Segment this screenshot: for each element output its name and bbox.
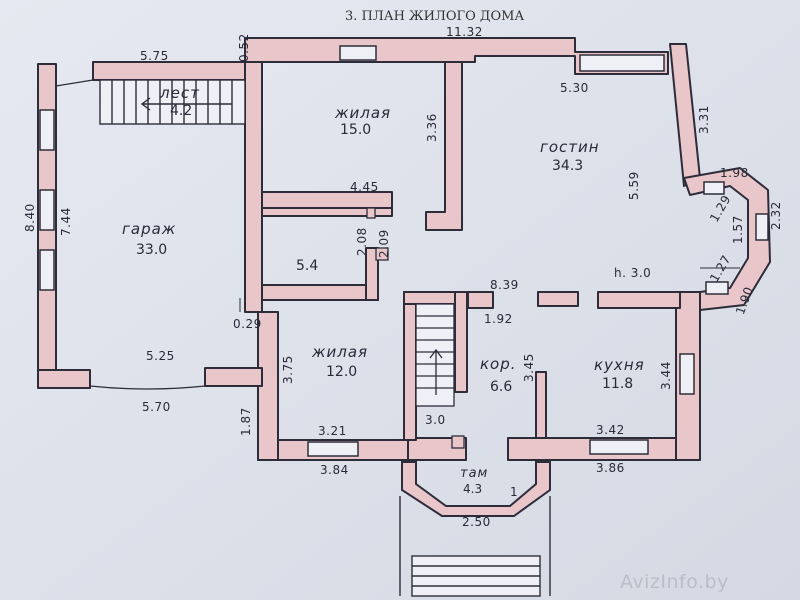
dim-small-h2: 2.09 (377, 229, 391, 258)
dim-bay-157: 1.57 (731, 215, 745, 244)
window-living-top (579, 54, 665, 72)
window-bedroom-top (339, 45, 377, 61)
dim-kitchen-w: 3.42 (596, 423, 625, 437)
porch-steps (399, 496, 551, 597)
dim-vest-1: 1 (510, 485, 519, 499)
dim-cor-192: 1.92 (484, 312, 513, 326)
dim-top-left: 5.75 (140, 49, 169, 63)
window-bay-3 (705, 281, 729, 295)
wall-bedroom-top-bottom (261, 191, 393, 209)
vestibule (401, 461, 551, 517)
window-bedroom-bottom (307, 441, 359, 457)
wall-living-partition (537, 291, 579, 307)
dim-living-h: 5.59 (627, 171, 641, 200)
room-label-bedroom-top: жилая (335, 104, 392, 122)
room-area-kitchen: 11.8 (602, 376, 634, 392)
watermark: AvizInfo.by (620, 571, 729, 593)
stair-flight-inner (415, 303, 455, 407)
wall-garage-bottom-right (204, 367, 263, 387)
wall-top-left (92, 61, 262, 81)
room-label-vestibule: там (460, 466, 489, 481)
dim-kitchen-h: 3.44 (659, 361, 673, 390)
windows (39, 45, 769, 457)
room-area-vestibule: 4.3 (463, 482, 483, 496)
window-bay-1 (703, 181, 725, 195)
dim-bay-232: 2.32 (769, 201, 783, 230)
room-label-corridor: кор. (480, 355, 517, 373)
wall-corridor-center (454, 291, 468, 393)
door-mark-1 (375, 247, 389, 261)
plan-title: 3. ПЛАН ЖИЛОГО ДОМА (345, 9, 525, 24)
dim-wall-052: 0.52 (237, 33, 251, 62)
wall-small-room-top (261, 207, 393, 217)
room-area-bedroom-top: 15.0 (340, 122, 372, 138)
wall-middle-h (467, 291, 494, 309)
room-area-small: 5.4 (296, 258, 319, 274)
dim-garage-525: 5.25 (146, 349, 175, 363)
room-area-living: 34.3 (552, 158, 584, 174)
dim-left-840: 8.40 (23, 203, 37, 232)
wall-garage-bottom-left (37, 369, 91, 389)
wall-small-room-right (365, 247, 379, 301)
wall-small-room-bottom (261, 284, 379, 301)
dim-cor-345: 3.45 (522, 353, 536, 382)
room-label-stair: лест (160, 84, 200, 102)
wall-left-house (244, 61, 263, 313)
wall-bedroom-top-right (425, 61, 463, 231)
door-mark-2 (366, 207, 376, 219)
window-kitchen-side (679, 353, 695, 395)
room-label-living: гостин (540, 138, 600, 156)
room-area-bedroom-bottom: 12.0 (326, 364, 358, 380)
dim-height: h. 3.0 (614, 266, 652, 280)
dim-wall-029: 0.29 (233, 317, 262, 331)
dim-kitchen-outer: 3.86 (596, 461, 625, 475)
dim-bed2-h: 3.75 (281, 355, 295, 384)
room-area-garage: 33.0 (136, 242, 168, 258)
dim-bedroom-w: 4.45 (350, 180, 379, 194)
room-label-bedroom-bottom: жилая (312, 343, 369, 361)
garage-door-line (89, 385, 206, 390)
dim-left-744: 7.44 (59, 207, 73, 236)
window-garage-2 (39, 189, 55, 231)
dim-bay-198: 1.98 (720, 166, 749, 180)
dim-garage-570: 5.70 (142, 400, 171, 414)
dim-bed2-outer: 3.84 (320, 463, 349, 477)
dim-right-331: 3.31 (697, 105, 711, 134)
room-area-stair: 4.2 (170, 103, 193, 119)
window-bay-2 (755, 213, 769, 241)
dim-bedroom-h: 3.36 (425, 113, 439, 142)
dim-stair-30: 3.0 (425, 413, 446, 427)
door-mark-3 (451, 435, 465, 449)
dim-small-h1: 2.08 (355, 227, 369, 256)
dim-top-total: 11.32 (446, 25, 483, 39)
window-kitchen-bottom (589, 439, 649, 455)
dim-left-187: 1.87 (239, 407, 253, 436)
dim-bed2-w: 3.21 (318, 424, 347, 438)
room-label-kitchen: кухня (594, 356, 645, 374)
wall-kitchen-top (597, 291, 681, 309)
wall-corridor-right (535, 371, 547, 439)
room-label-garage: гараж (122, 220, 177, 238)
dim-vest-250: 2.50 (462, 515, 491, 529)
window-garage-1 (39, 109, 55, 151)
window-garage-3 (39, 249, 55, 291)
dim-living-top: 5.30 (560, 81, 589, 95)
wall-stair-left (403, 291, 417, 441)
garage-door-top (55, 79, 94, 87)
stair-flight-top (99, 79, 246, 125)
dim-mid-839: 8.39 (490, 278, 519, 292)
dimension-lines (239, 267, 740, 312)
room-area-corridor: 6.6 (490, 379, 513, 395)
